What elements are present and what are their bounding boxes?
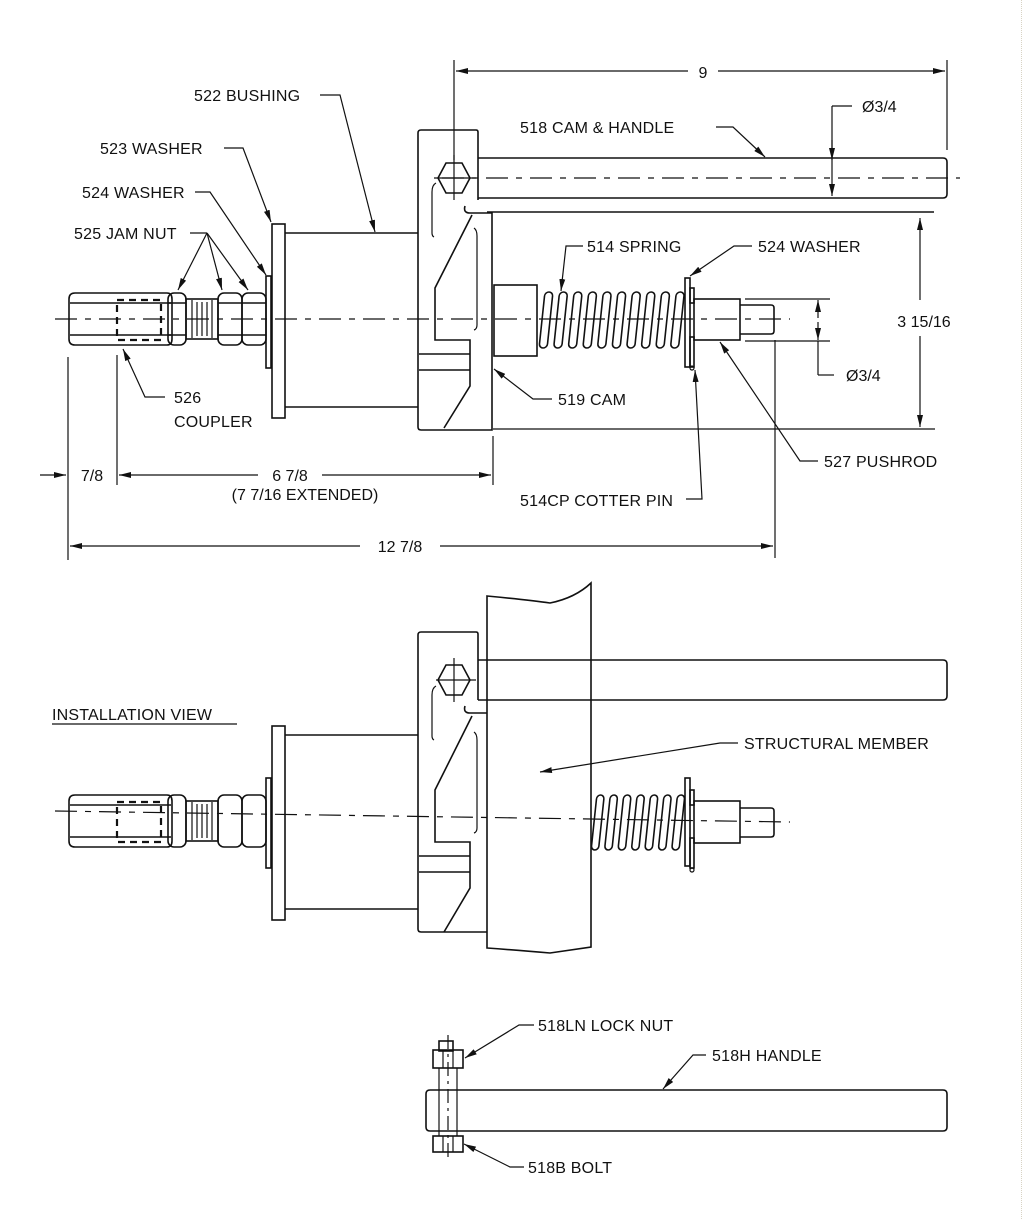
coupler-part bbox=[68, 292, 173, 346]
washer-524-part bbox=[265, 275, 272, 369]
installation-view: INSTALLATION VIEW bbox=[52, 581, 948, 954]
dim-overall-length: 12 7/8 bbox=[378, 539, 423, 556]
spring-coil bbox=[604, 794, 619, 851]
dim-pushrod-diameter: Ø3/4 bbox=[846, 368, 881, 385]
spring-coil bbox=[538, 291, 554, 349]
installation-view-title: INSTALLATION VIEW bbox=[52, 707, 213, 724]
spring-coil bbox=[655, 291, 671, 349]
spring-coil bbox=[597, 291, 612, 349]
spring-boss bbox=[493, 284, 538, 357]
dim-handle-length: 9 bbox=[699, 65, 708, 82]
label-lock-nut: 518LN LOCK NUT bbox=[538, 1018, 673, 1035]
dim-body-length: 6 7/8 bbox=[272, 468, 308, 485]
label-cotter-pin: 514CP COTTER PIN bbox=[520, 493, 673, 510]
installation-centerline bbox=[54, 810, 791, 823]
page-edge bbox=[1020, 0, 1022, 1219]
label-washer-524-left: 524 WASHER bbox=[82, 185, 185, 202]
spring-coil bbox=[617, 794, 632, 851]
label-washer-523: 523 WASHER bbox=[100, 141, 203, 158]
spring-coil bbox=[671, 794, 686, 851]
spring-coil bbox=[644, 794, 659, 851]
installation-spring bbox=[590, 794, 686, 851]
structural-member bbox=[486, 581, 592, 954]
washer-524-right-part bbox=[684, 277, 691, 368]
label-washer-524-right: 524 WASHER bbox=[758, 239, 861, 256]
spring-coil bbox=[657, 794, 672, 851]
spring-coil bbox=[582, 291, 598, 349]
label-handle: 518H HANDLE bbox=[712, 1048, 822, 1065]
dim-height: 3 15/16 bbox=[897, 314, 950, 331]
label-bushing: 522 BUSHING bbox=[194, 88, 300, 105]
handle-detail-view: 518LN LOCK NUT 518H HANDLE 518B BOLT bbox=[425, 1018, 948, 1177]
washer-523-part bbox=[271, 223, 286, 419]
label-spring: 514 SPRING bbox=[587, 239, 681, 256]
dim-coupler-offset: 7/8 bbox=[81, 468, 103, 485]
label-cam-handle: 518 CAM & HANDLE bbox=[520, 120, 674, 137]
cam-part bbox=[417, 129, 493, 431]
label-coupler-name: COUPLER bbox=[174, 414, 253, 431]
spring-coil bbox=[670, 291, 685, 349]
spring-coil bbox=[626, 291, 641, 349]
label-structural-member: STRUCTURAL MEMBER bbox=[744, 736, 929, 753]
spring-coil bbox=[590, 794, 605, 851]
label-cam: 519 CAM bbox=[558, 392, 626, 409]
spring-coil bbox=[567, 291, 583, 349]
spring-coil bbox=[553, 291, 568, 349]
label-bolt: 518B BOLT bbox=[528, 1160, 612, 1177]
spring-coil bbox=[630, 794, 645, 851]
label-pushrod: 527 PUSHROD bbox=[824, 454, 937, 471]
spring-coil bbox=[611, 291, 627, 349]
label-coupler-number: 526 bbox=[174, 390, 201, 407]
dim-body-length-extended: (7 7/16 EXTENDED) bbox=[232, 487, 379, 504]
handle-part bbox=[425, 1089, 948, 1132]
spring-part bbox=[538, 291, 685, 349]
label-jam-nut: 525 JAM NUT bbox=[74, 226, 177, 243]
main-view: 9 Ø3/4 3 15/16 Ø3/4 7/8 6 7/8 (7 7/16 EX… bbox=[40, 60, 960, 560]
spring-coil bbox=[640, 291, 656, 349]
dim-handle-diameter: Ø3/4 bbox=[862, 99, 897, 116]
bushing-part bbox=[285, 232, 418, 408]
